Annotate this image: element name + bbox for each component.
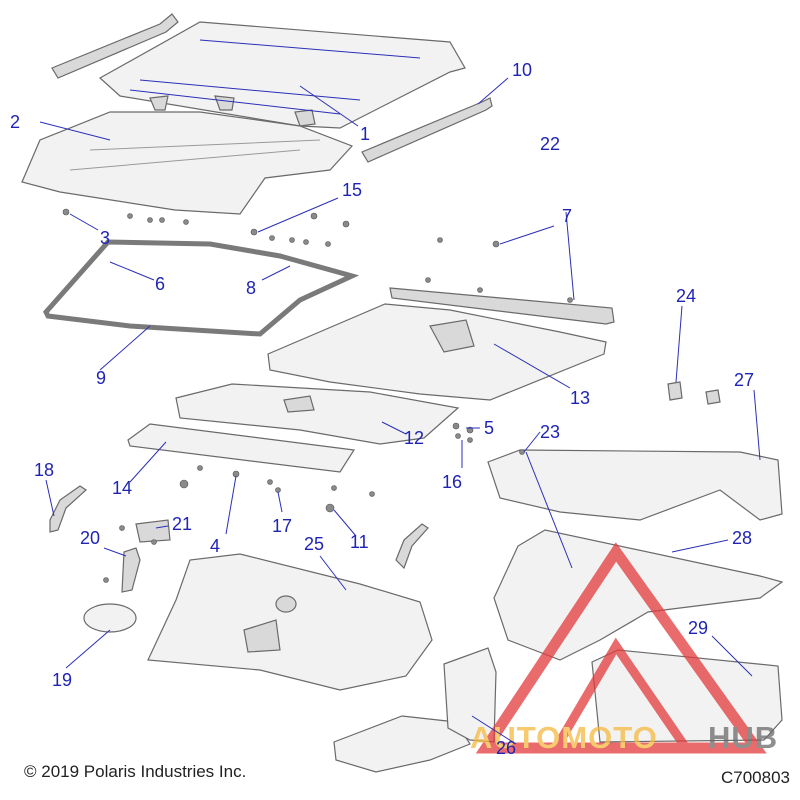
part-grab-handle-right	[395, 523, 429, 570]
callout-23: 23	[540, 422, 560, 442]
part-rear-panel	[487, 449, 783, 521]
part-light-bracket	[121, 547, 141, 593]
leader-lines	[39, 77, 761, 745]
callout-12: 12	[404, 428, 424, 448]
part-dome-light	[83, 603, 137, 633]
part-speaker-clip-a	[667, 381, 683, 401]
callout-13: 13	[570, 388, 590, 408]
part-grab-handle-left	[49, 485, 87, 533]
hardware-fasteners	[62, 208, 573, 583]
callout-14: 14	[112, 478, 132, 498]
callout-16: 16	[442, 472, 462, 492]
watermark-brand-right: HUB	[708, 720, 778, 755]
callout-22: 22	[540, 134, 560, 154]
callout-27: 27	[734, 370, 754, 390]
watermark-brand-left: AUTOMOTO	[470, 720, 658, 755]
callout-3: 3	[100, 228, 110, 248]
callout-7: 7	[562, 206, 572, 226]
callout-17: 17	[272, 516, 292, 536]
part-front-header-trim	[127, 423, 356, 473]
part-roof-rack-frame	[98, 21, 466, 129]
callout-25: 25	[304, 534, 324, 554]
part-rear-cargo-panel	[493, 529, 784, 661]
callout-8: 8	[246, 278, 256, 298]
callout-18: 18	[34, 460, 54, 480]
part-dash-liner	[147, 553, 433, 691]
callout-29: 29	[688, 618, 708, 638]
watermark-logo: AUTOMOTO HUB	[470, 542, 778, 755]
callout-28: 28	[732, 528, 752, 548]
part-roof-panel	[21, 111, 354, 215]
callout-26: 26	[496, 738, 516, 758]
figure-code: C700803	[720, 768, 790, 787]
callout-2: 2	[10, 112, 20, 132]
callout-15: 15	[342, 180, 362, 200]
part-headliner-front	[175, 383, 460, 445]
callout-10: 10	[512, 60, 532, 80]
callout-20: 20	[80, 528, 100, 548]
part-speaker-clip-b	[705, 389, 721, 405]
part-side-trim-strip	[361, 97, 493, 163]
callout-21: 21	[172, 514, 192, 534]
part-rear-trim-strip	[389, 287, 615, 325]
callout-9: 9	[96, 368, 106, 388]
part-floor-liner	[333, 647, 497, 773]
callout-11: 11	[350, 532, 369, 552]
copyright-notice: © 2019 Polaris Industries Inc.	[24, 762, 247, 781]
callout-1: 1	[360, 124, 370, 144]
part-roof-seal	[43, 239, 360, 337]
callout-4: 4	[210, 536, 220, 556]
part-headliner-rear	[267, 303, 607, 401]
callout-5: 5	[484, 418, 494, 438]
callout-labels: 1 2 3 4 5 6 7 8 9 10 11 12 13 14 15 16 1…	[10, 60, 754, 758]
callout-6: 6	[155, 274, 165, 294]
callout-19: 19	[52, 670, 72, 690]
trim-strip-top	[51, 13, 179, 79]
callout-24: 24	[676, 286, 696, 306]
part-bracket	[135, 519, 171, 543]
